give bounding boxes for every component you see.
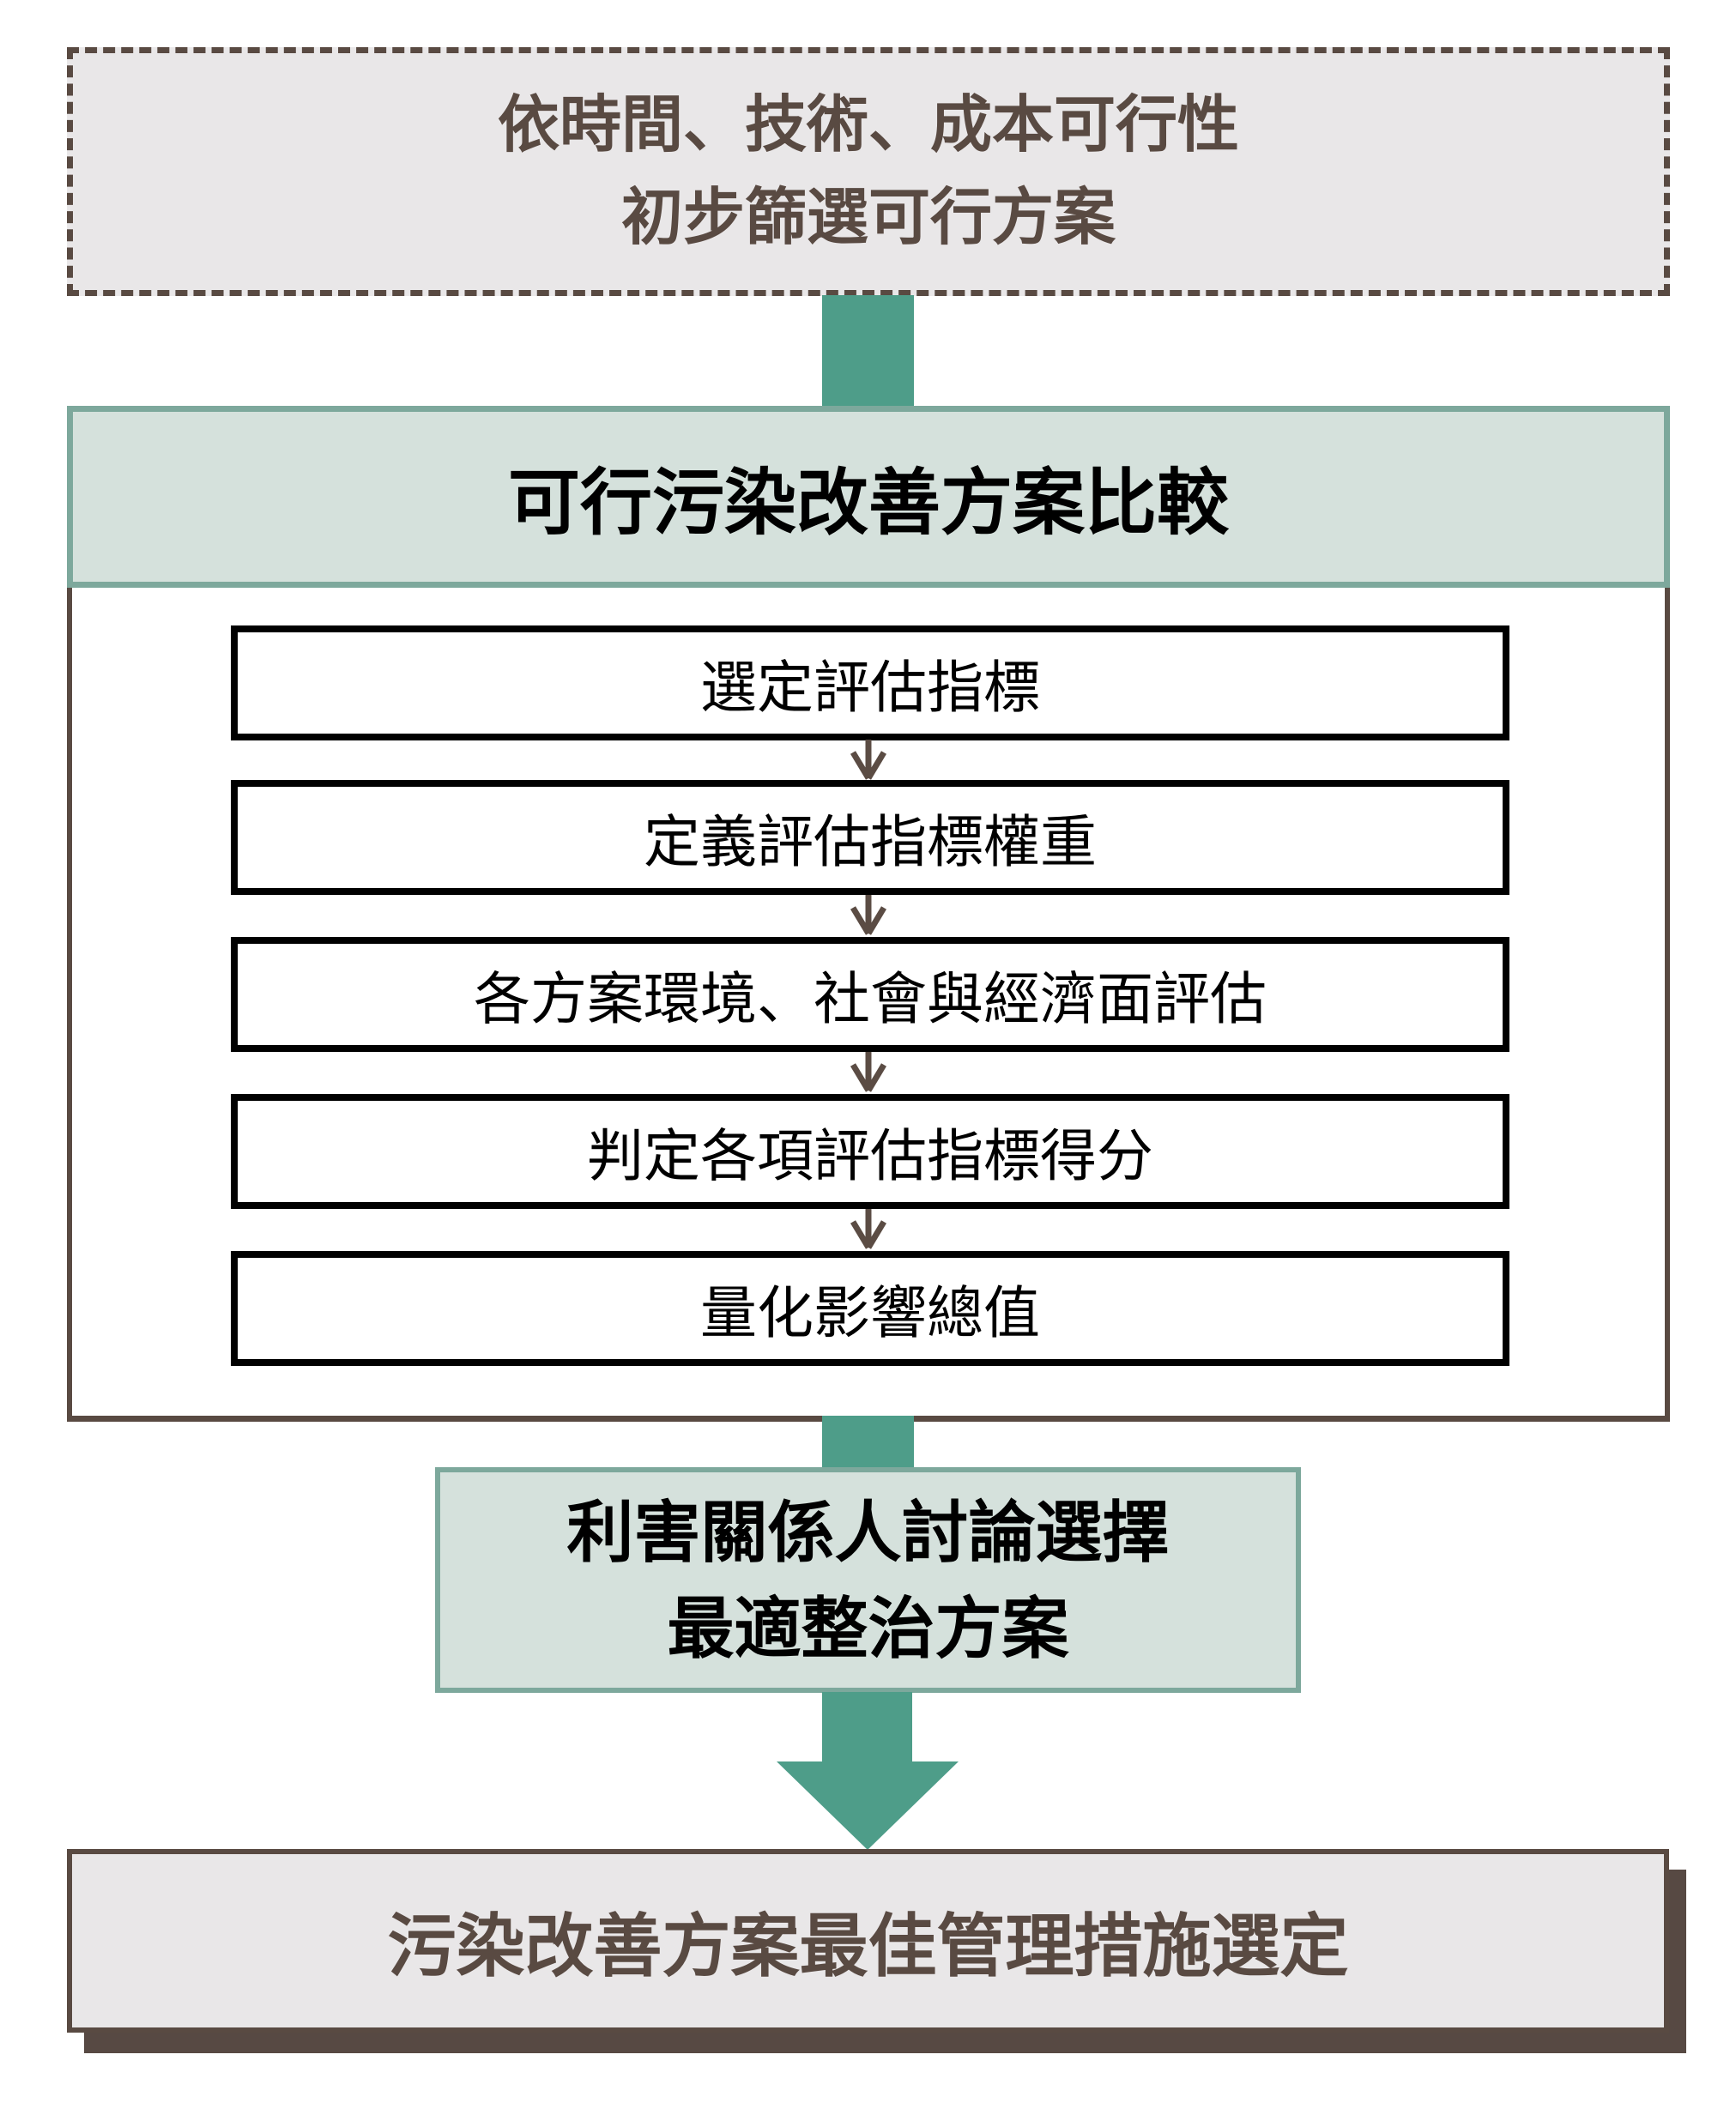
- stakeholder-box: 利害關係人討論選擇 最適整治方案: [435, 1467, 1301, 1693]
- screening-box: 依時間、技術、成本可行性 初步篩選可行方案: [67, 47, 1670, 296]
- step-label: 量化影響總值: [700, 1281, 1040, 1344]
- step-arrow-icon: [848, 1052, 889, 1092]
- final-box: 污染改善方案最佳管理措施選定: [67, 1849, 1669, 2033]
- big-down-arrow-icon: [777, 1692, 959, 1850]
- step-label: 定義評估指標權重: [644, 810, 1097, 873]
- comparison-header: 可行污染改善方案比較: [67, 406, 1670, 588]
- screening-box-line1: 依時間、技術、成本可行性: [497, 91, 1239, 160]
- step-label: 各方案環境、社會與經濟面評估: [474, 967, 1267, 1030]
- step-label: 選定評估指標: [700, 656, 1040, 719]
- step-arrow-icon: [848, 1209, 889, 1249]
- step-box-select-indicators: 選定評估指標: [231, 625, 1509, 740]
- step-arrow-icon: [848, 740, 889, 780]
- final-box-label: 污染改善方案最佳管理措施選定: [387, 1908, 1349, 1985]
- screening-box-line2: 初步篩選可行方案: [620, 184, 1116, 252]
- step-box-define-weights: 定義評估指標權重: [231, 780, 1509, 895]
- stakeholder-box-line2: 最適整治方案: [667, 1590, 1069, 1666]
- stakeholder-box-line1: 利害關係人討論選擇: [566, 1494, 1170, 1570]
- step-arrow-icon: [848, 895, 889, 935]
- step-box-evaluate-aspects: 各方案環境、社會與經濟面評估: [231, 937, 1509, 1052]
- step-label: 判定各項評估指標得分: [587, 1124, 1153, 1187]
- step-box-quantify-total: 量化影響總值: [231, 1251, 1509, 1366]
- step-box-score-indicators: 判定各項評估指標得分: [231, 1094, 1509, 1209]
- connector-bar-middle: [822, 1416, 914, 1468]
- comparison-title: 可行污染改善方案比較: [507, 462, 1229, 543]
- connector-bar-top: [822, 295, 914, 407]
